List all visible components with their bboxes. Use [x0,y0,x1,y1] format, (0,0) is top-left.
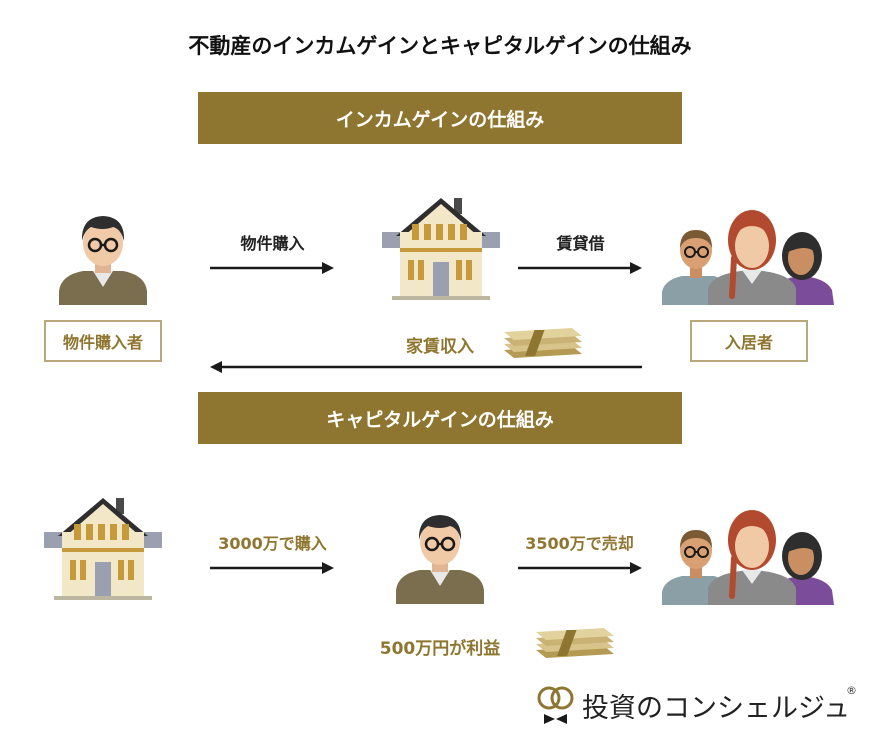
money-stack-icon [504,328,582,358]
investor-person-icon [396,515,484,604]
rent-income-label: 家賃収入 [406,337,474,357]
page-title: 不動産のインカムゲインとキャピタルゲインの仕組み [188,34,692,58]
capital-gain-band: キャピタルゲインの仕組み [198,392,682,444]
income-gain-band: インカムゲインの仕組み [198,92,682,144]
logo-rings-icon [537,686,574,724]
house-icon [382,198,500,300]
money-stack-icon [536,628,614,658]
sell-price-label: 3500万で売却 [525,534,634,553]
right-arrow-icon [210,262,334,274]
tenant-family-icon [662,210,834,305]
registered-mark: ® [846,684,857,697]
buyer-label: 物件購入者 [44,320,162,362]
lease-arrow-label: 賃貸借 [556,234,605,253]
logo-text: 投資のコンシェルジュ [582,693,851,724]
right-arrow-icon [518,262,642,274]
buy-price-label: 3000万で購入 [218,534,327,553]
buyer-person-icon [59,216,147,305]
tenant-label: 入居者 [690,320,808,362]
house-icon [44,498,162,600]
left-arrow-icon [210,361,642,373]
purchase-arrow-label: 物件購入 [240,234,305,253]
right-arrow-icon [518,562,642,574]
buyer-family-icon [662,510,834,605]
right-arrow-icon [210,562,334,574]
profit-label: 500万円が利益 [379,639,501,659]
